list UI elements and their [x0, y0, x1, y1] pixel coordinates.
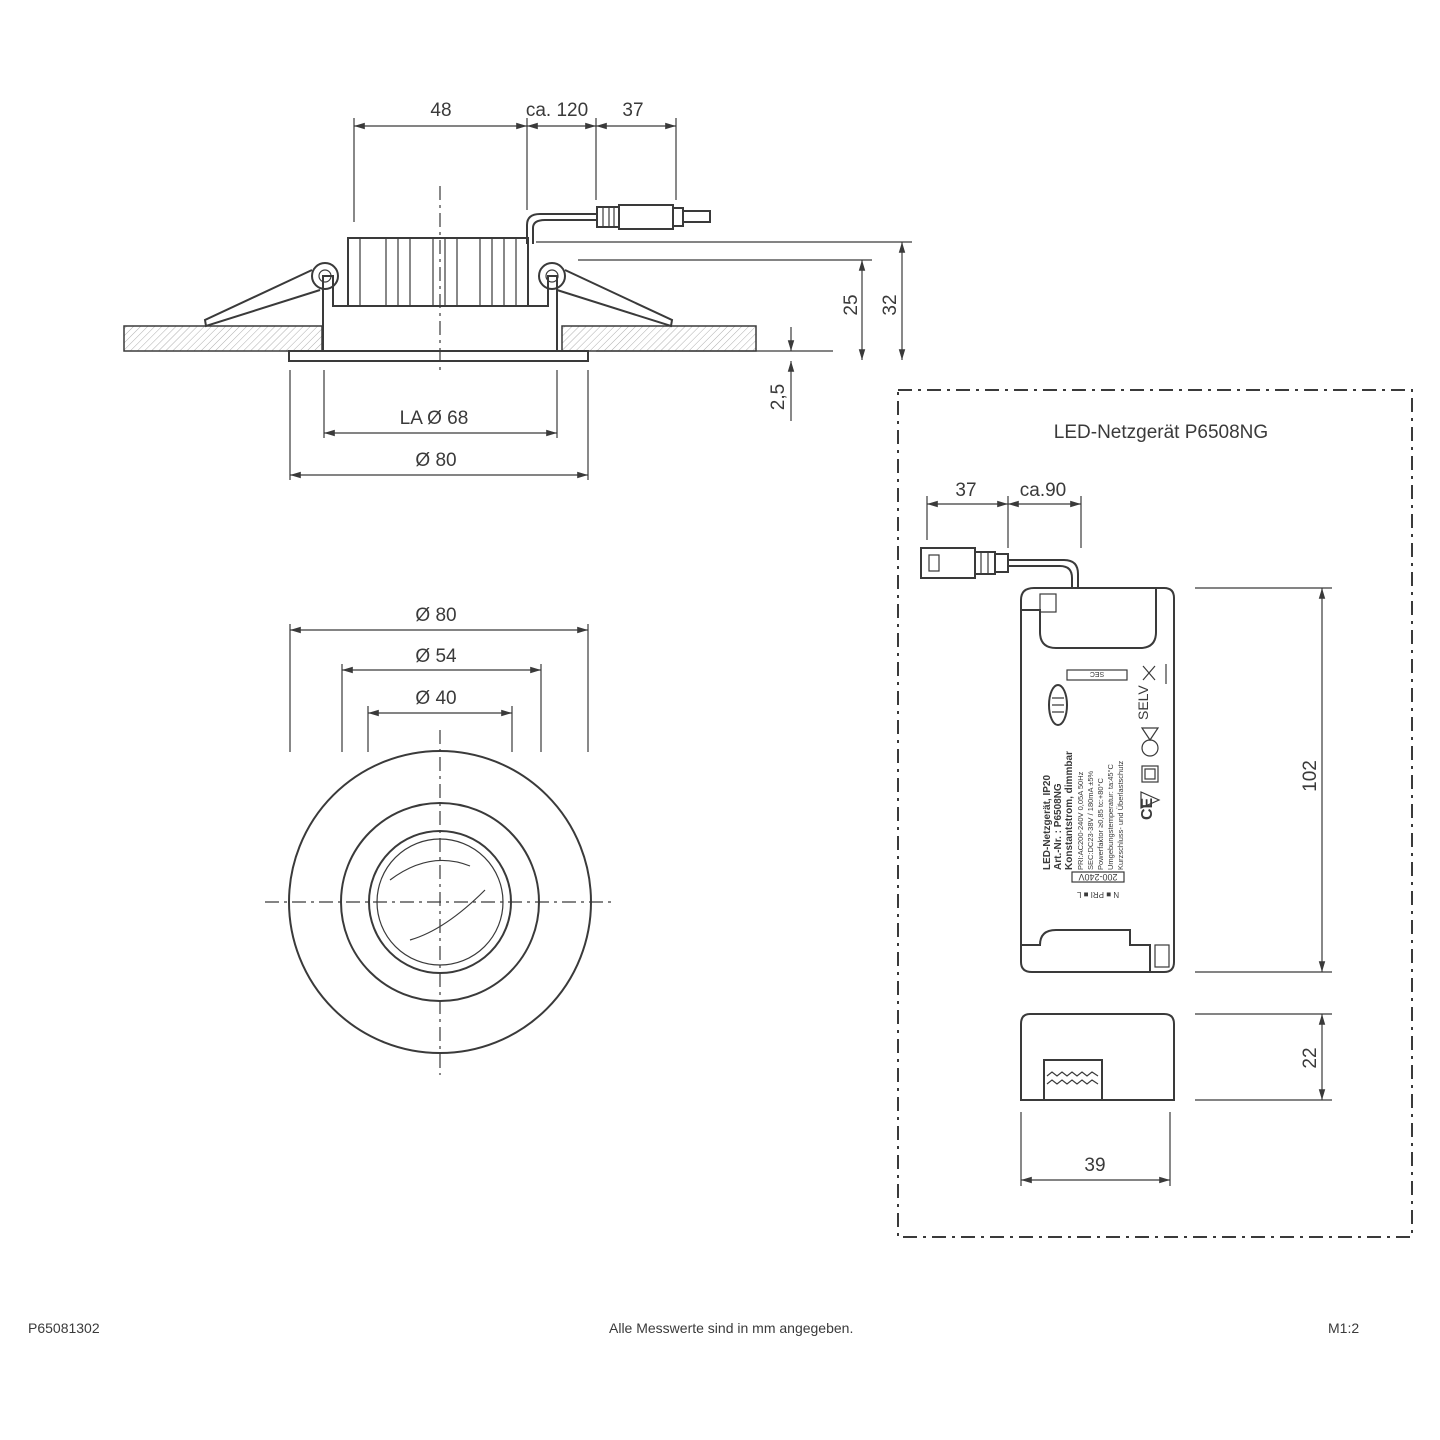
dim-middle-text: Ø 54	[415, 646, 457, 667]
dim-cutout-text: LA Ø 68	[400, 408, 469, 429]
dim-plug-text: 37	[622, 100, 643, 121]
driver-side	[1020, 1013, 1175, 1101]
svg-text:Umgebungstemperatur: ta:45°C: Umgebungstemperatur: ta:45°C	[1106, 763, 1115, 870]
ceiling-panel-right	[561, 325, 757, 352]
svg-text:200-240V: 200-240V	[1078, 872, 1117, 882]
driver-body	[1020, 587, 1175, 973]
dim-height-25-text: 25	[841, 294, 862, 315]
driver-dim-plug-text: 37	[955, 480, 976, 501]
dim-thickness-text: 2,5	[768, 384, 789, 410]
driver-dim-width-text: 39	[1084, 1155, 1105, 1176]
driver-frame	[897, 389, 1413, 1238]
bezel	[288, 350, 589, 362]
dim-inner-text: Ø 40	[415, 688, 456, 709]
spring-right	[538, 262, 674, 328]
dim-cable-text: ca. 120	[526, 100, 588, 121]
driver-sec-box: SEC	[1066, 669, 1128, 681]
evn-logo-icon	[1048, 684, 1068, 726]
svg-text:Art.-Nr. : P6508NG: Art.-Nr. : P6508NG	[1053, 783, 1064, 870]
article-number: P65081302	[28, 1320, 100, 1336]
driver-label: LED-Netzgerät, IP20 Art.-Nr. : P6508NG K…	[1042, 751, 1125, 870]
certification-symbols: SELV CE	[1135, 664, 1167, 820]
svg-text:Konstantstrom, dimmbar: Konstantstrom, dimmbar	[1064, 751, 1075, 870]
driver-dim-cable-text: ca.90	[1020, 480, 1066, 501]
dim-outer-text: Ø 80	[415, 605, 456, 626]
driver-dim-height-text: 22	[1300, 1047, 1321, 1068]
svg-text:SEC: SEC	[1090, 670, 1104, 677]
measurement-note: Alle Messwerte sind in mm angegeben.	[609, 1320, 854, 1336]
svg-text:Kurzschluss- und Überlastschut: Kurzschluss- und Überlastschutz	[1116, 761, 1125, 870]
driver-title: LED-Netzgerät P6508NG	[1054, 422, 1268, 443]
svg-text:PRI:AC200-240V 0,05A 50Hz: PRI:AC200-240V 0,05A 50Hz	[1076, 771, 1085, 870]
svg-text:SELV: SELV	[1135, 685, 1151, 720]
driver-panel: LED-Netzgerät P6508NG LED-Netzgerät, IP2…	[897, 389, 1413, 1238]
terminal-block	[1043, 1059, 1103, 1101]
plug	[596, 204, 711, 230]
scale-label: M1:2	[1328, 1320, 1360, 1336]
driver-dim-length-text: 102	[1300, 760, 1321, 792]
ceiling-panel-left	[123, 325, 323, 352]
side-view: 48 ca. 120 37 25 32 2,5 LA Ø 68 Ø 80	[123, 100, 912, 480]
dim-height-32-text: 32	[880, 294, 901, 315]
svg-text:N ■ PRI ■ L: N ■ PRI ■ L	[1076, 890, 1119, 899]
dim-diameter-text: Ø 80	[415, 450, 456, 471]
spring-left	[203, 262, 339, 328]
top-view: Ø 80 Ø 54 Ø 40	[265, 605, 615, 1075]
heat-sink	[347, 237, 529, 307]
cable	[526, 213, 597, 244]
svg-text:Powerfaktor ≥0,85 tc:+80: Powerfaktor ≥0,85 tc:+80°C	[1096, 777, 1105, 870]
svg-text:SEC:DC23-38V / 180mA ±5%: SEC:DC23-38V / 180mA ±5%	[1086, 771, 1095, 870]
svg-text:LED-Netzgerät, IP20: LED-Netzgerät, IP20	[1042, 775, 1053, 870]
dim-48-text: 48	[430, 100, 451, 121]
driver-voltage: 200-240V N ■ PRI ■ L	[1071, 871, 1125, 899]
driver-connector	[920, 547, 1079, 588]
